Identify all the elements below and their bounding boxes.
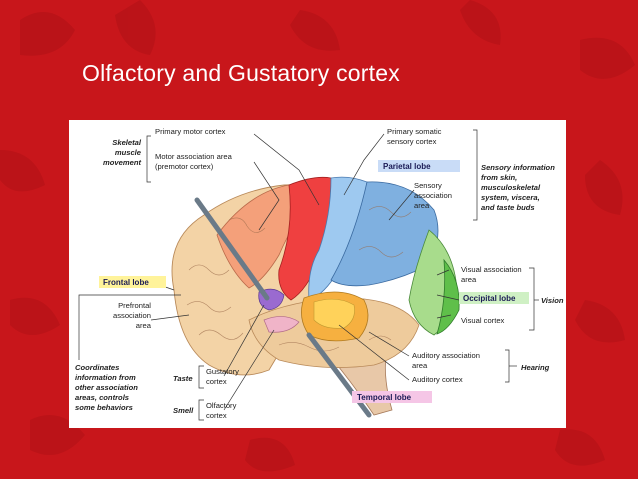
visual-assoc-label-2: area bbox=[461, 275, 477, 284]
olfactory-label-1: Olfactory bbox=[206, 401, 237, 410]
taste-label: Taste bbox=[173, 374, 193, 383]
visual-cortex-region bbox=[436, 258, 460, 335]
primary-somatic-region bbox=[308, 176, 368, 301]
auditory-assoc-label-2: area bbox=[412, 361, 428, 370]
frontal-lobe-box bbox=[99, 276, 166, 288]
slide-title: Olfactory and Gustatory cortex bbox=[82, 60, 400, 86]
coordinates-label-1: Coordinates bbox=[75, 363, 119, 372]
sensory-assoc-label-3: area bbox=[414, 201, 430, 210]
auditory-cortex-region bbox=[313, 298, 355, 329]
smell-label: Smell bbox=[173, 406, 194, 415]
primary-somatic-label-2: sensory cortex bbox=[387, 137, 437, 146]
sensory-info-label-2: from skin, bbox=[481, 173, 517, 182]
coordinates-label-2: information from bbox=[75, 373, 136, 382]
brain-diagram: Skeletal muscle movement Primary motor c… bbox=[75, 127, 564, 421]
primary-somatic-label-1: Primary somatic bbox=[387, 127, 442, 136]
brain-illustration bbox=[171, 176, 460, 418]
skeletal-label-1: Skeletal bbox=[112, 138, 142, 147]
parietal-lobe-region bbox=[330, 181, 439, 287]
hearing-label: Hearing bbox=[521, 363, 550, 372]
occipital-lobe-box bbox=[459, 292, 529, 304]
visual-cortex-label: Visual cortex bbox=[461, 316, 505, 325]
coordinates-label-4: areas, controls bbox=[75, 393, 129, 402]
temporal-lobe-label: Temporal lobe bbox=[357, 393, 412, 402]
auditory-cortex-label: Auditory cortex bbox=[412, 375, 463, 384]
sensory-info-label-3: musculoskeletal bbox=[481, 183, 541, 192]
parietal-lobe-box bbox=[378, 160, 460, 172]
vision-label: Vision bbox=[541, 296, 564, 305]
sensory-info-label-5: and taste buds bbox=[481, 203, 535, 212]
sensory-assoc-label-1: Sensory bbox=[414, 181, 442, 190]
coordinates-label-5: some behaviors bbox=[75, 403, 133, 412]
sensory-info-label-4: system, viscera, bbox=[481, 193, 540, 202]
auditory-assoc-label-1: Auditory association bbox=[412, 351, 480, 360]
prefrontal-label-1: Prefrontal bbox=[118, 301, 151, 310]
gustatory-label-2: cortex bbox=[206, 377, 227, 386]
skeletal-label-3: movement bbox=[103, 158, 141, 167]
olfactory-cortex-region bbox=[263, 316, 300, 333]
visual-assoc-label-1: Visual association bbox=[461, 265, 522, 274]
olfactory-label-2: cortex bbox=[206, 411, 227, 420]
gyri-lines bbox=[186, 206, 412, 352]
primary-motor-label: Primary motor cortex bbox=[155, 127, 226, 136]
coordinates-label-3: other association bbox=[75, 383, 138, 392]
probe-gustatory bbox=[194, 197, 270, 301]
occipital-lobe-label: Occipital lobe bbox=[463, 294, 516, 303]
gustatory-label-1: Gustatory bbox=[206, 367, 239, 376]
sensory-assoc-label-2: association bbox=[414, 191, 452, 200]
motor-assoc-label-2: (premotor cortex) bbox=[155, 162, 214, 171]
motor-assoc-label-1: Motor association area bbox=[155, 152, 233, 161]
prefrontal-label-2: association bbox=[113, 311, 151, 320]
frontal-lobe-label: Frontal lobe bbox=[103, 278, 149, 287]
prefrontal-label-3: area bbox=[136, 321, 152, 330]
sensory-info-label-1: Sensory information bbox=[481, 163, 555, 172]
skeletal-label-2: muscle bbox=[115, 148, 142, 157]
temporal-lobe-box bbox=[352, 391, 432, 403]
brain-diagram-panel: Skeletal muscle movement Primary motor c… bbox=[69, 120, 566, 428]
parietal-lobe-label: Parietal lobe bbox=[383, 162, 431, 171]
